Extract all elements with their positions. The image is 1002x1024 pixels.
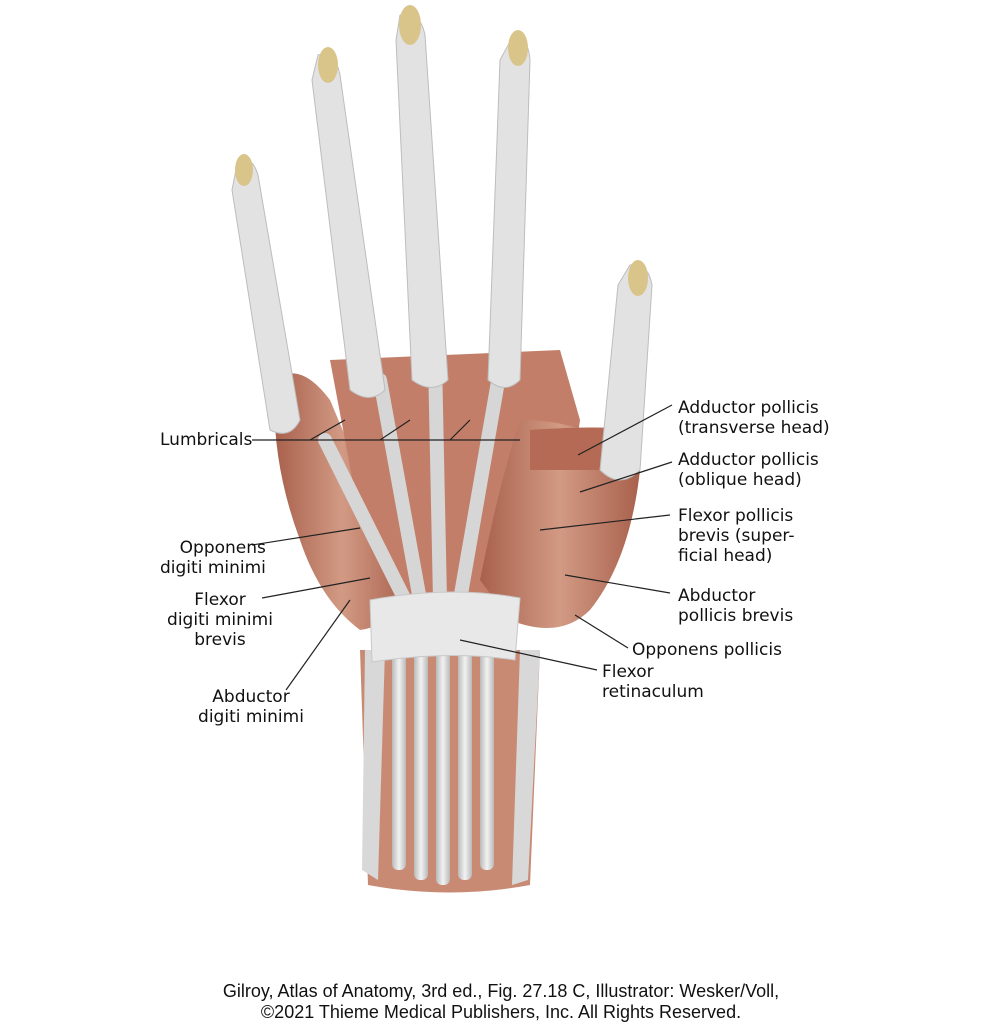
- leader-opponens-digiti-minimi: [251, 527, 361, 546]
- leader-lumbricals-4: [449, 419, 471, 441]
- label-flexor-retinaculum: Flexor retinaculum: [602, 662, 704, 702]
- leader-adductor-transverse: [577, 404, 673, 456]
- flexor-retinaculum-band: [369, 591, 521, 663]
- digital-tendons: [318, 353, 507, 607]
- label-opponens-digiti-minimi: Opponens digiti minimi: [160, 538, 266, 578]
- leader-lines: [251, 404, 673, 691]
- leader-lumbricals-2: [309, 419, 346, 441]
- forearm-tendons: [392, 640, 494, 885]
- label-abductor-digiti-minimi: Abductor digiti minimi: [198, 687, 304, 727]
- label-abductor-pollicis-brevis: Abductor pollicis brevis: [678, 586, 794, 626]
- credit-line-1: Gilroy, Atlas of Anatomy, 3rd ed., Fig. …: [222, 981, 780, 1001]
- label-lumbricals: Lumbricals: [160, 430, 253, 450]
- leader-abductor-pollicis-brevis: [564, 574, 671, 594]
- leader-flexor-digiti-minimi-brevis: [261, 577, 371, 599]
- leader-abductor-digiti-minimi: [285, 599, 351, 691]
- fingers: [231, 5, 653, 481]
- leader-lumbricals-3: [379, 419, 411, 441]
- label-flexor-pollicis-brevis: Flexor pollicis brevis (super- ficial he…: [678, 506, 795, 566]
- leader-flexor-retinaculum: [459, 639, 598, 671]
- credit-line-2: ©2021 Thieme Medical Publishers, Inc. Al…: [260, 1002, 742, 1022]
- label-adductor-pollicis-oblique: Adductor pollicis (oblique head): [678, 450, 819, 490]
- label-adductor-pollicis-transverse: Adductor pollicis (transverse head): [678, 398, 830, 438]
- label-opponens-pollicis: Opponens pollicis: [632, 640, 782, 660]
- leader-flexor-pollicis-brevis: [539, 514, 671, 531]
- label-flexor-digiti-minimi-brevis: Flexor digiti minimi brevis: [167, 590, 273, 650]
- leader-opponens-pollicis: [574, 614, 629, 649]
- leader-adductor-oblique: [579, 461, 673, 493]
